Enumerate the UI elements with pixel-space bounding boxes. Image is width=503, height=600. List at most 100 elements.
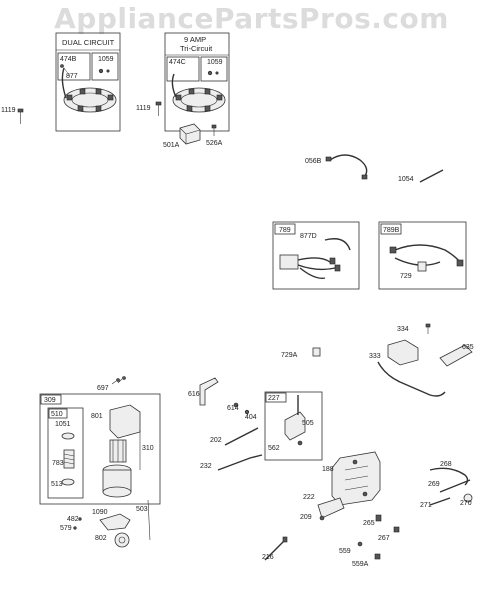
- rectifier-group: 501A 526A: [163, 123, 223, 149]
- control-bracket-icon: [331, 451, 381, 506]
- label-333[interactable]: 333: [369, 353, 381, 360]
- label-271[interactable]: 271: [420, 502, 432, 509]
- link-232-icon: [217, 454, 263, 471]
- nut-270-icon: [463, 493, 473, 503]
- label-513[interactable]: 513: [51, 481, 63, 488]
- label-202[interactable]: 202: [210, 437, 222, 444]
- tri-circuit-group: 9 AMP Tri-Circuit 474C 1059 1119: [136, 32, 230, 132]
- label-310[interactable]: 310: [142, 445, 154, 452]
- tri-circuit-coil-icon: [172, 87, 226, 113]
- label-482[interactable]: 482: [67, 516, 79, 523]
- label-188[interactable]: 188: [322, 466, 334, 473]
- cable-group: 268 269 271 270: [420, 461, 473, 509]
- clip-icon: [417, 261, 427, 272]
- screw-icon: [17, 108, 24, 124]
- dual-circuit-box: [55, 32, 121, 132]
- label-579[interactable]: 579: [60, 525, 72, 532]
- plate-222-icon: [317, 497, 345, 519]
- end-cap-icon: [109, 404, 141, 439]
- label-1051[interactable]: 1051: [55, 421, 71, 428]
- label-216[interactable]: 216: [262, 554, 274, 561]
- ignition-group: 334 333 635 729A: [281, 323, 474, 397]
- label-789b[interactable]: 789B: [383, 227, 400, 234]
- dual-circuit-title: DUAL CIRCUIT: [62, 38, 115, 47]
- cable-268-icon: [429, 467, 469, 486]
- label-1090[interactable]: 1090: [92, 509, 108, 516]
- lever-616-icon: [199, 377, 219, 406]
- label-789[interactable]: 789: [279, 227, 291, 234]
- label-801[interactable]: 801: [91, 413, 103, 420]
- dual-circuit-group: DUAL CIRCUIT 474B 1059 877 1119: [1, 32, 121, 132]
- drive-end-icon: [99, 513, 131, 531]
- label-510[interactable]: 510: [51, 411, 63, 418]
- label-877[interactable]: 877: [66, 73, 78, 80]
- harness-056b-group: 056B 1054: [305, 154, 444, 183]
- 510-box: [47, 407, 84, 499]
- 1059b-box: [200, 56, 228, 82]
- label-614[interactable]: 614: [227, 405, 239, 412]
- label-232[interactable]: 232: [200, 463, 212, 470]
- fastener-559-group: 559 559A: [339, 541, 381, 568]
- label-501a[interactable]: 501A: [163, 142, 180, 149]
- 474c-box: [166, 56, 200, 82]
- label-559[interactable]: 559: [339, 548, 351, 555]
- label-635[interactable]: 635: [462, 344, 474, 351]
- label-474c[interactable]: 474C: [169, 59, 186, 66]
- label-562[interactable]: 562: [268, 445, 280, 452]
- bracket-227-icon: [284, 411, 306, 441]
- tri-circuit-amp: 9 AMP: [184, 35, 206, 44]
- tri-circuit-title: Tri-Circuit: [180, 44, 213, 53]
- ignition-coil-icon: [387, 339, 419, 366]
- harness-789-group: 789 877D: [272, 221, 360, 290]
- label-802[interactable]: 802: [95, 535, 107, 542]
- label-334[interactable]: 334: [397, 326, 409, 333]
- label-309[interactable]: 309: [44, 397, 56, 404]
- wire-connector-icon: [60, 64, 64, 68]
- label-227[interactable]: 227: [268, 395, 280, 402]
- label-269[interactable]: 269: [428, 481, 440, 488]
- label-222[interactable]: 222: [303, 494, 315, 501]
- label-1119a[interactable]: 1119: [1, 107, 16, 114]
- bracket-188-group: 188 222 209 265 267: [300, 451, 400, 542]
- label-503[interactable]: 503: [136, 506, 148, 513]
- label-268[interactable]: 268: [440, 461, 452, 468]
- 789b-box: [378, 221, 467, 290]
- label-270[interactable]: 270: [460, 500, 472, 507]
- label-1059b[interactable]: 1059: [207, 59, 223, 66]
- screws-697-group: 697: [97, 376, 126, 392]
- label-1059a[interactable]: 1059: [98, 56, 114, 63]
- 789-box: [272, 221, 360, 290]
- label-505[interactable]: 505: [302, 420, 314, 427]
- label-783[interactable]: 783: [52, 460, 64, 467]
- clip-729a-icon: [312, 347, 321, 357]
- label-209[interactable]: 209: [300, 514, 312, 521]
- 1059-box: [91, 52, 119, 81]
- label-559a[interactable]: 559A: [352, 561, 369, 568]
- gear-icon: [114, 532, 130, 548]
- 474b-box: [57, 52, 91, 81]
- screw-icon: [155, 101, 162, 116]
- choke-group: 216: [262, 536, 288, 561]
- label-267[interactable]: 267: [378, 535, 390, 542]
- label-697[interactable]: 697: [97, 385, 109, 392]
- alternator-coil-icon: [63, 87, 117, 113]
- 227-box: [264, 391, 323, 461]
- choke-rod-icon: [264, 539, 286, 561]
- label-1119b[interactable]: 1119: [136, 105, 151, 112]
- label-1054[interactable]: 1054: [398, 176, 414, 183]
- label-729[interactable]: 729: [400, 273, 412, 280]
- label-616[interactable]: 616: [188, 391, 200, 398]
- lead-wire-icon: [419, 169, 444, 183]
- label-526a[interactable]: 526A: [206, 140, 223, 147]
- connector-icon: [279, 254, 299, 270]
- label-056b[interactable]: 056B: [305, 158, 322, 165]
- control-group: 616 614 404 227 505 562 202 232: [188, 377, 323, 471]
- link-202-icon: [224, 427, 259, 446]
- starter-group: 309 510 1051 783 513 801 310 482 579 109…: [39, 393, 161, 548]
- label-404[interactable]: 404: [245, 414, 257, 421]
- label-265[interactable]: 265: [363, 520, 375, 527]
- label-729a[interactable]: 729A: [281, 352, 298, 359]
- label-474b[interactable]: 474B: [60, 56, 77, 63]
- label-877d[interactable]: 877D: [300, 233, 317, 240]
